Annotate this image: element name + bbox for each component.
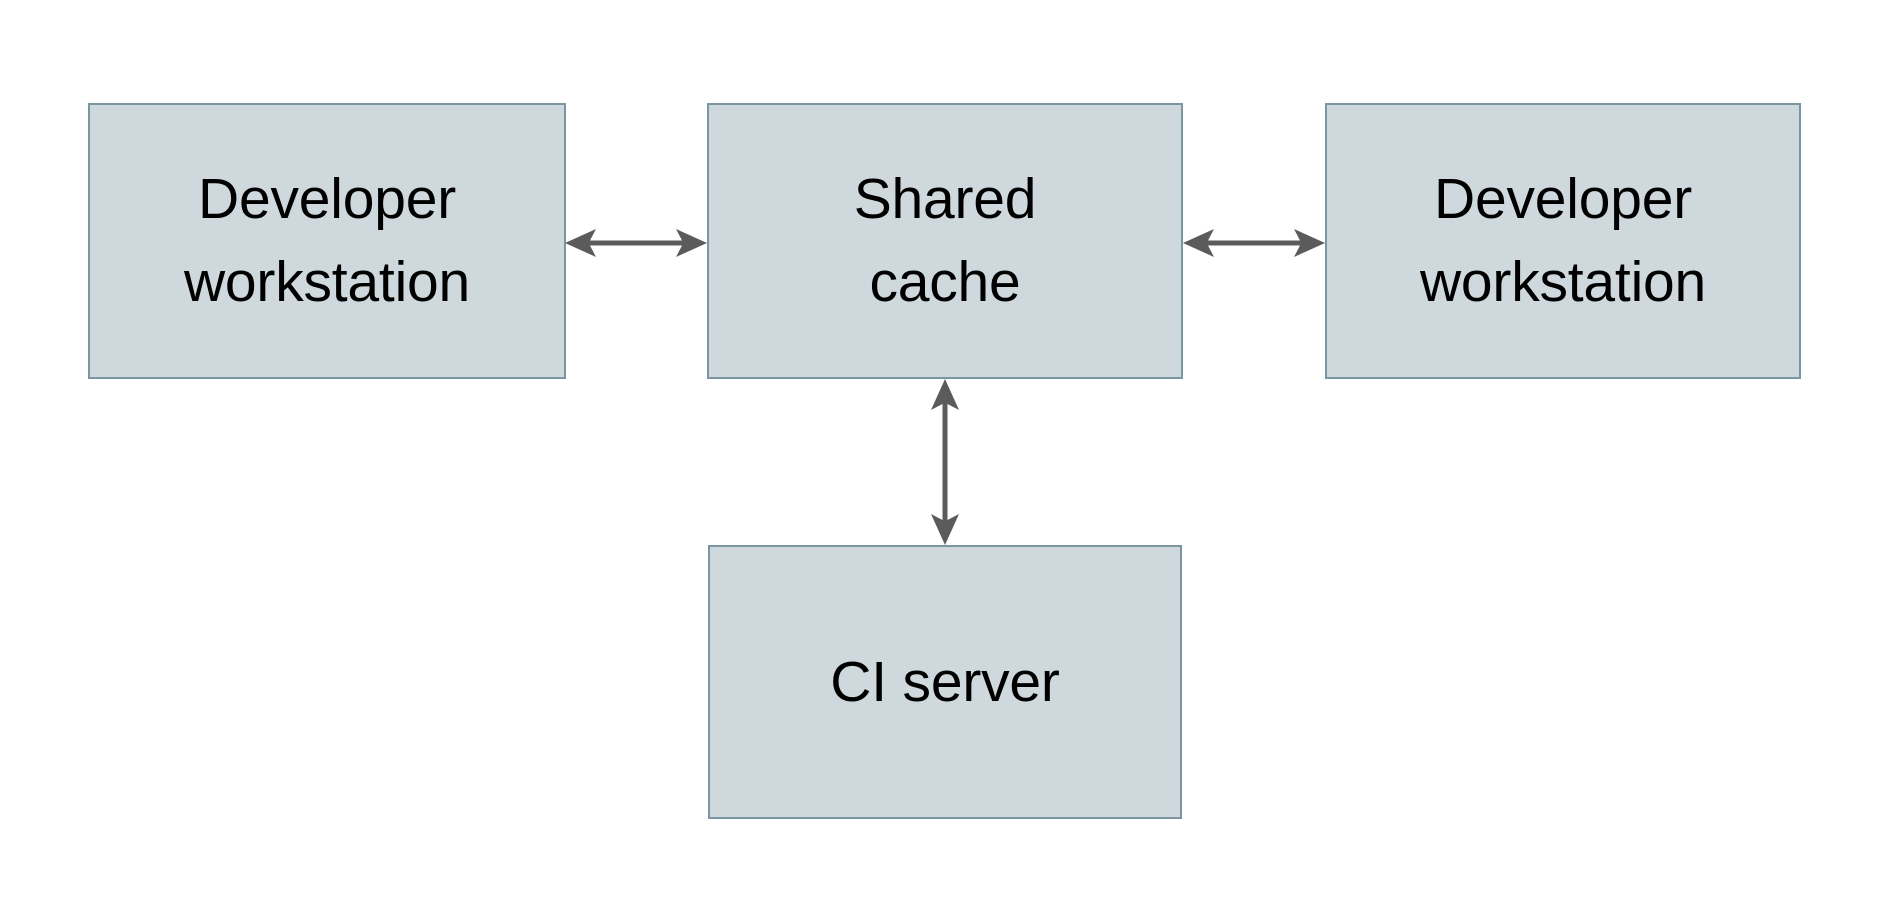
node-label: Developer workstation (183, 167, 471, 314)
double-headed-arrow-icon (1183, 229, 1325, 257)
node-developer-workstation-right[interactable]: Developer workstation (1325, 103, 1801, 379)
connector-cache-to-ci-server[interactable] (914, 374, 976, 550)
double-headed-arrow-icon (931, 379, 959, 545)
connector-left-to-cache[interactable] (560, 212, 712, 274)
node-label: Shared cache (853, 167, 1037, 314)
node-label: CI server (830, 649, 1060, 714)
node-developer-workstation-left[interactable]: Developer workstation (88, 103, 566, 379)
node-shared-cache[interactable]: Shared cache (707, 103, 1183, 379)
connector-cache-to-right[interactable] (1178, 212, 1330, 274)
node-ci-server[interactable]: CI server (708, 545, 1182, 819)
double-headed-arrow-icon (565, 229, 707, 257)
node-label: Developer workstation (1419, 167, 1707, 314)
